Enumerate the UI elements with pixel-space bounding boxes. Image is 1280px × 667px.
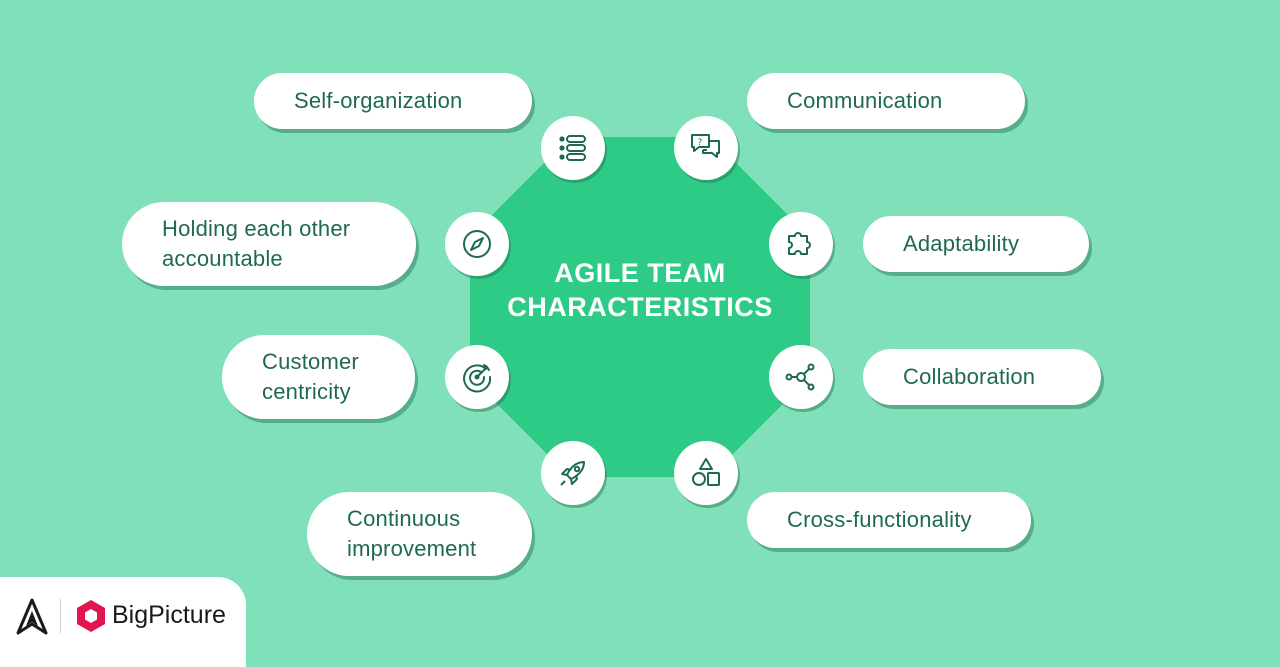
badge-collaboration (769, 345, 833, 409)
badge-communication: ? (674, 116, 738, 180)
badge-self-organization (541, 116, 605, 180)
pill-label: Holding each other accountable (162, 216, 351, 271)
logo-separator (60, 599, 61, 633)
pill-label: Adaptability (903, 231, 1020, 256)
pill-label: Customer centricity (262, 349, 359, 404)
badge-holding-accountable (445, 212, 509, 276)
pill-communication: Communication (747, 73, 1025, 129)
pill-label: Cross-functionality (787, 507, 972, 532)
pill-continuous-improvement: Continuous improvement (307, 492, 532, 576)
badge-adaptability (769, 212, 833, 276)
rocket-icon (560, 461, 585, 486)
pill-adaptability: Adaptability (863, 216, 1089, 272)
target-icon (463, 364, 492, 393)
compass-icon (463, 230, 491, 258)
brand-name: BigPicture (112, 601, 226, 629)
pill-label: Collaboration (903, 364, 1036, 389)
bigpicture-logo-icon (77, 600, 105, 632)
pill-cross-functionality: Cross-functionality (747, 492, 1031, 548)
badge-customer-centricity (445, 345, 509, 409)
svg-text:?: ? (698, 138, 703, 148)
pill-collaboration: Collaboration (863, 349, 1101, 405)
chat-question-icon: ? (691, 134, 720, 158)
badge-cross-functionality (674, 441, 738, 505)
pill-customer-centricity: Customer centricity (222, 335, 415, 419)
list-icon (559, 135, 586, 161)
pill-label: Continuous improvement (347, 506, 477, 561)
diagram-title: AGILE TEAM CHARACTERISTICS (507, 258, 773, 322)
logo-footer: BigPicture (0, 577, 246, 667)
pill-label: Communication (787, 88, 943, 113)
badge-continuous-improvement (541, 441, 605, 505)
network-icon (785, 363, 815, 391)
shapes-icon (692, 458, 720, 486)
pill-self-organization: Self-organization (254, 73, 532, 129)
puzzle-icon (788, 232, 811, 255)
agile-logo-icon (16, 598, 48, 635)
pill-holding-accountable: Holding each other accountable (122, 202, 416, 286)
octagon-shape (470, 137, 810, 477)
pill-label: Self-organization (294, 88, 463, 113)
